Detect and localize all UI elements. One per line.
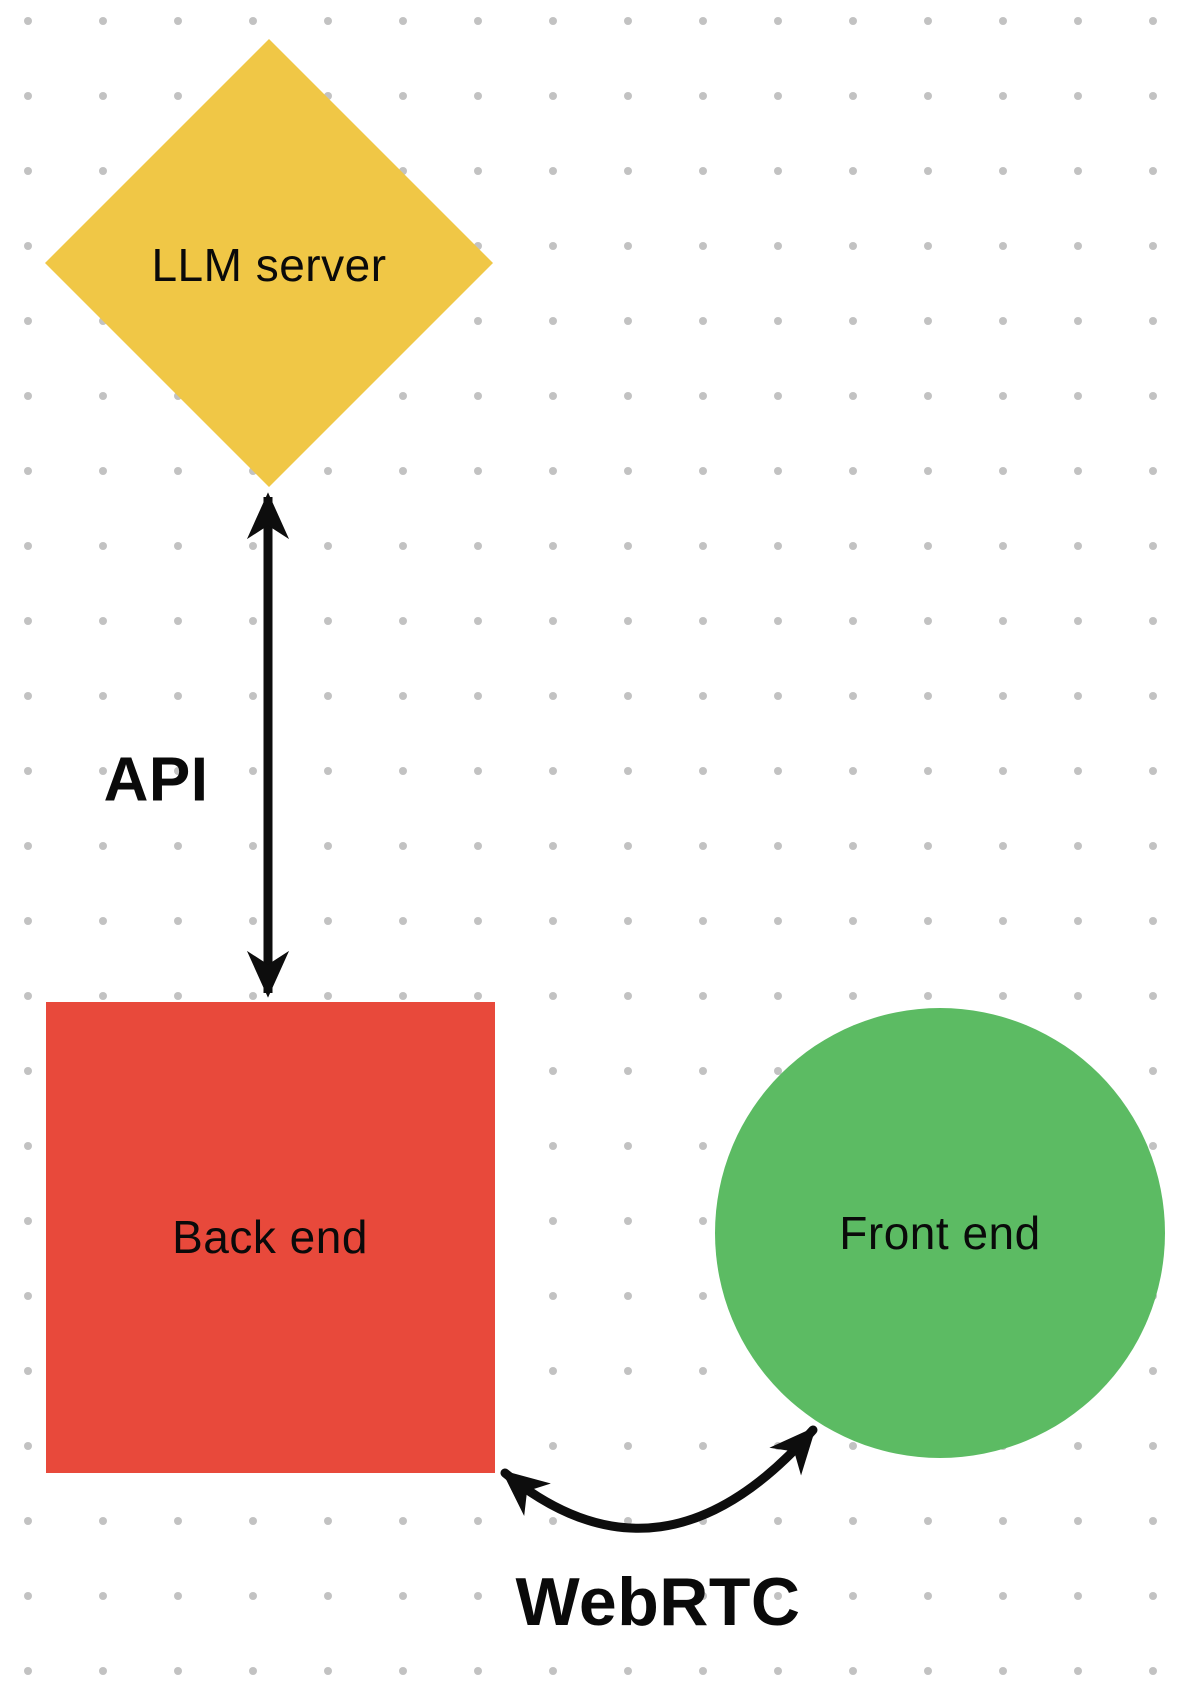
back-end-square-shape[interactable] [46,1002,495,1473]
back-end-label[interactable]: Back end [172,1211,368,1263]
llm-server-diamond-shape[interactable] [45,39,493,487]
webrtc-edge-arrow[interactable] [500,1425,818,1533]
llm-server-label[interactable]: LLM server [151,239,387,291]
front-end-label[interactable]: Front end [839,1207,1041,1259]
webrtc-edge-label[interactable]: WebRTC [515,1564,801,1640]
api-edge-label[interactable]: API [103,745,209,815]
front-end-circle-shape[interactable] [715,1008,1165,1458]
